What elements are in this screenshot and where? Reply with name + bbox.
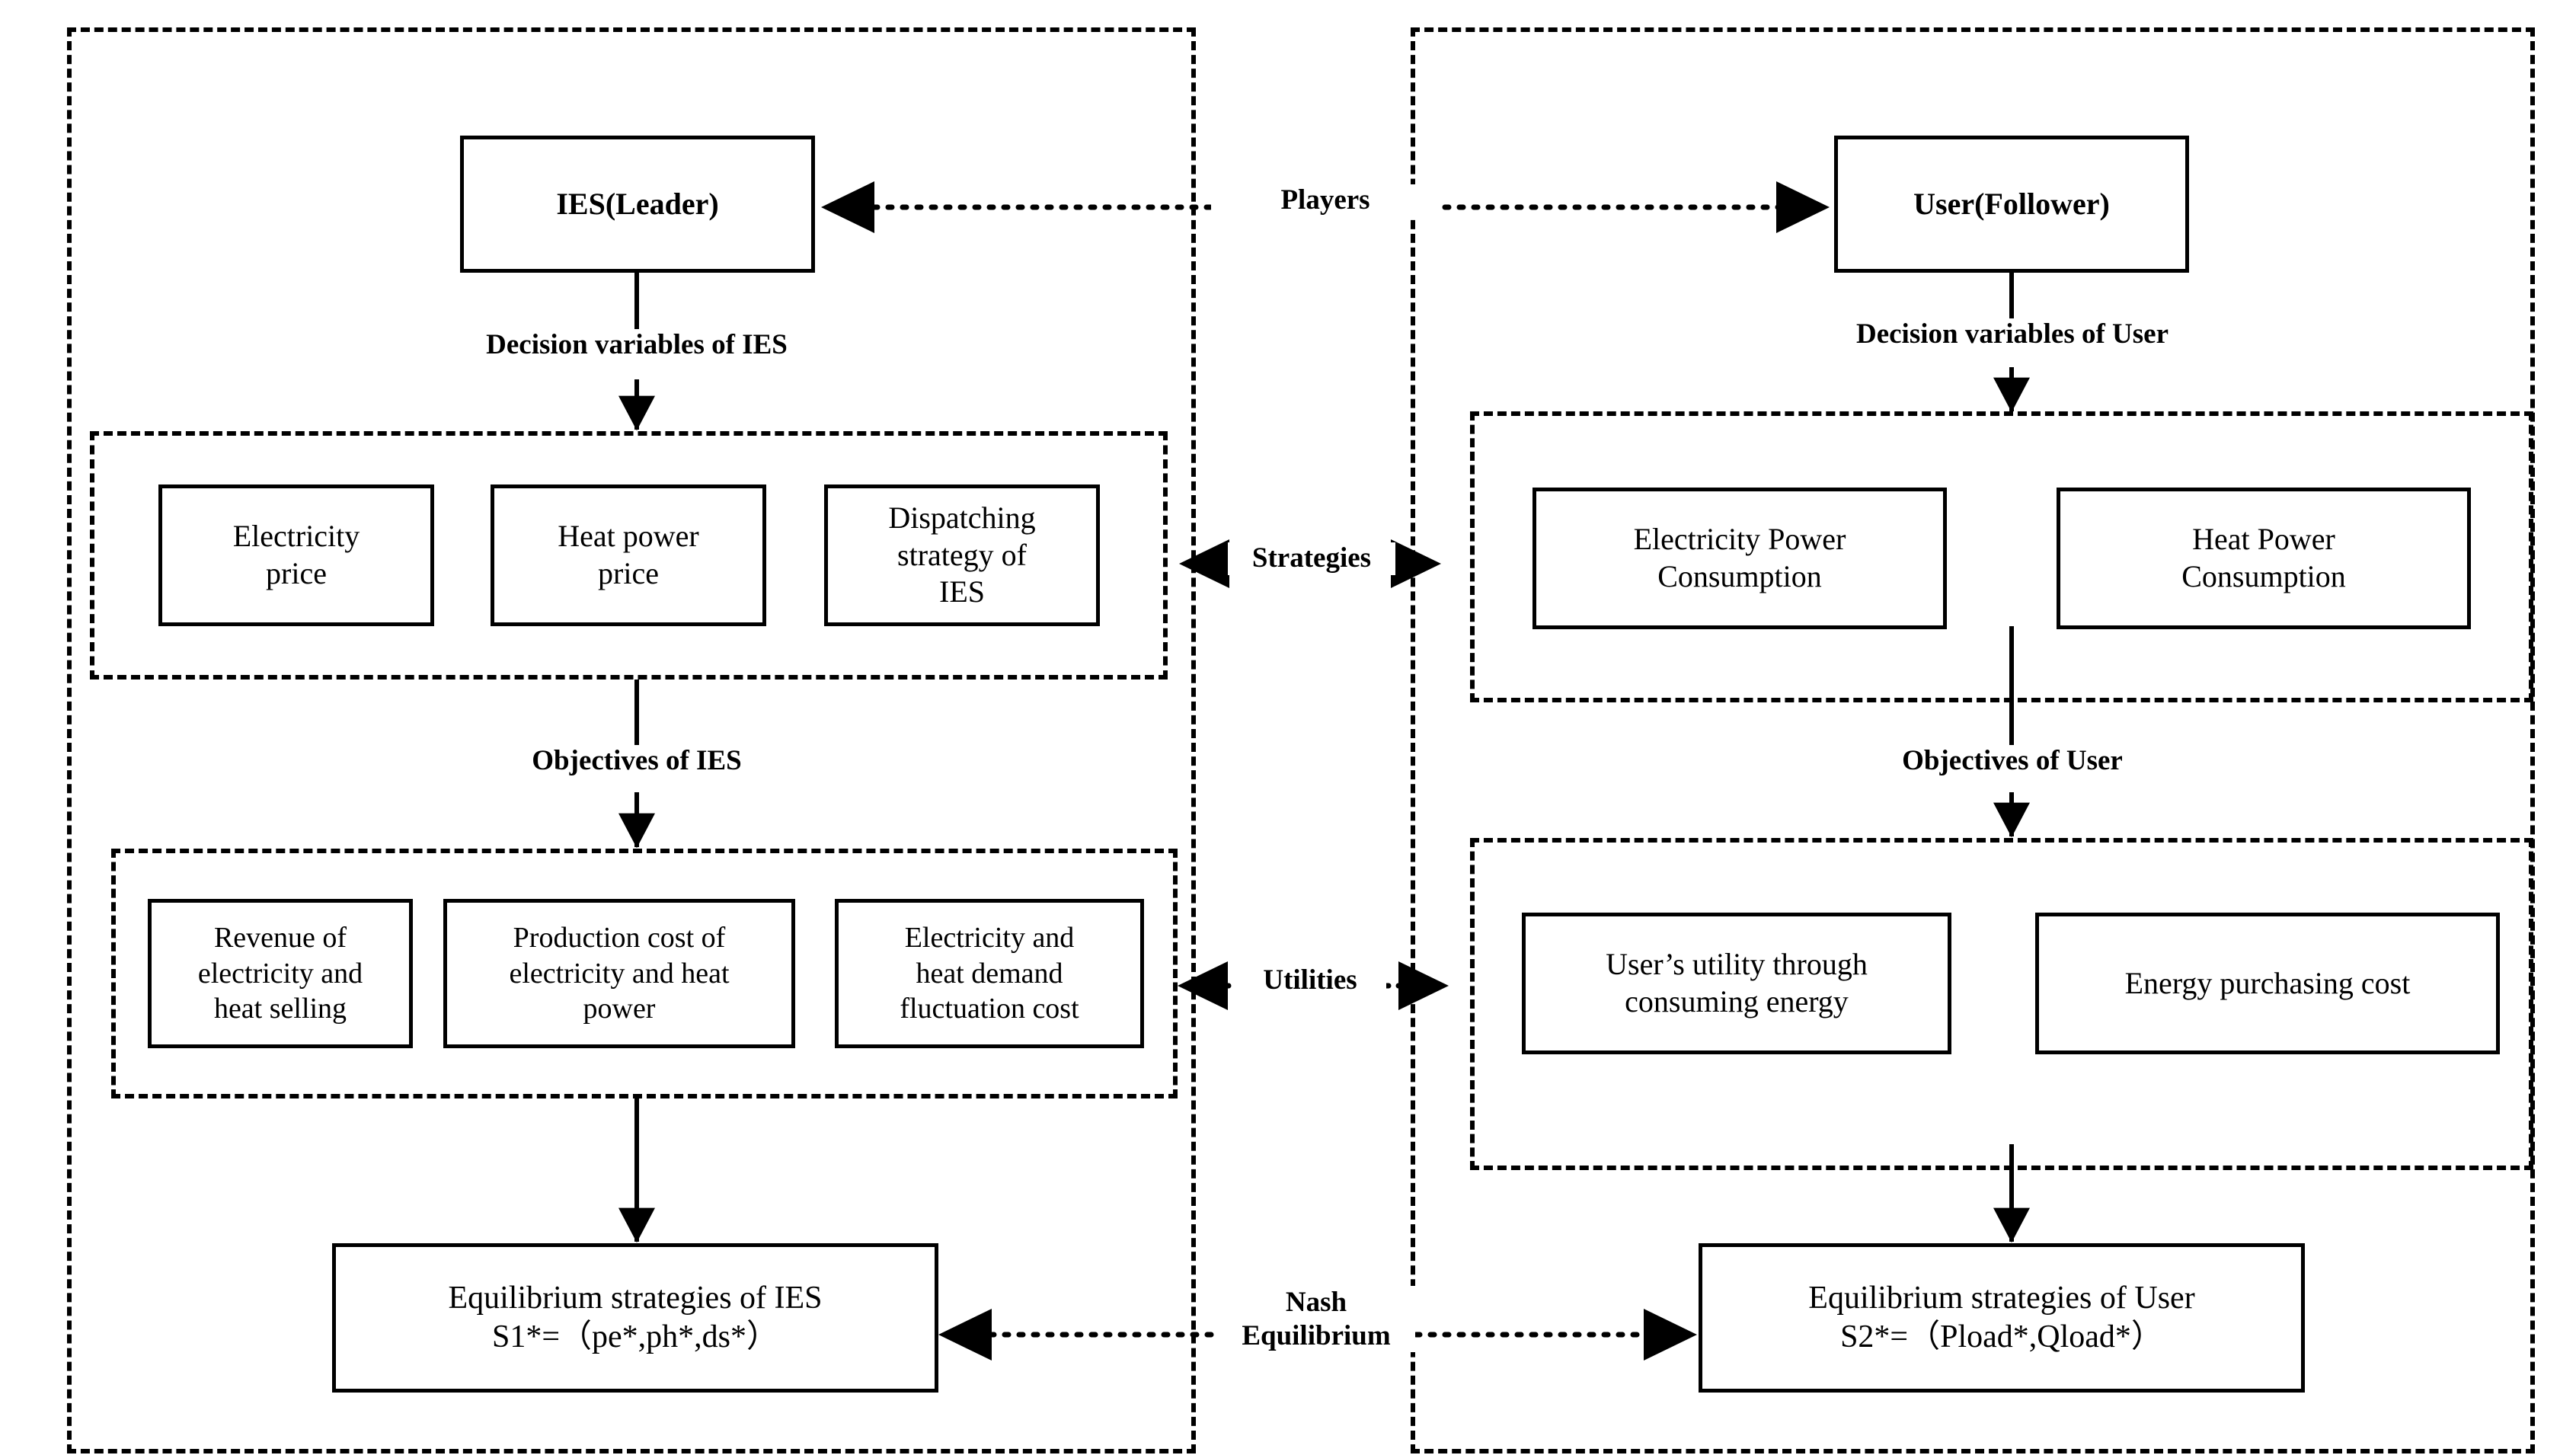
objectives-of-user-label: Objectives of User [1822, 745, 2203, 778]
ies-leader-label: IES(Leader) [556, 186, 719, 221]
ies-objective-label-2: Electricity and heat demand fluctuation … [900, 922, 1079, 1025]
user-objective-box-utility[interactable]: User’s utility through consuming energy [1522, 913, 1951, 1054]
ies-objective-box-production-cost[interactable]: Production cost of electricity and heat … [443, 899, 795, 1048]
user-objective-label-1: Energy purchasing cost [2124, 965, 2411, 1000]
ies-objective-label-1: Production cost of electricity and heat … [509, 922, 730, 1025]
user-strategy-label-0: Electricity Power Consumption [1633, 522, 1846, 593]
ies-strategy-box-heat-power-price[interactable]: Heat power price [491, 484, 766, 626]
cross-link-label-strategies: Strategies [1228, 542, 1395, 575]
ies-strategy-box-electricity-price[interactable]: Electricity price [158, 484, 434, 626]
ies-leader-node[interactable]: IES(Leader) [460, 136, 815, 273]
user-objective-label-0: User’s utility through consuming energy [1606, 947, 1868, 1019]
user-strategy-box-electricity-consumption[interactable]: Electricity Power Consumption [1532, 488, 1947, 629]
ies-equilibrium-label: Equilibrium strategies of IES S1*=（pe*,p… [448, 1280, 823, 1354]
user-equilibrium-node[interactable]: Equilibrium strategies of User S2*=（Ploa… [1699, 1243, 2305, 1393]
ies-strategy-label-1: Heat power price [558, 519, 699, 590]
cross-link-label-players: Players [1211, 184, 1440, 217]
decision-variables-of-user-label: Decision variables of User [1807, 318, 2218, 351]
ies-objective-box-fluctuation-cost[interactable]: Electricity and heat demand fluctuation … [835, 899, 1144, 1048]
user-strategy-label-1: Heat Power Consumption [2181, 522, 2346, 593]
ies-strategy-label-2: Dispatching strategy of IES [888, 500, 1036, 609]
decision-variables-of-ies-label: Decision variables of IES [439, 329, 835, 362]
ies-objective-box-revenue[interactable]: Revenue of electricity and heat selling [148, 899, 413, 1048]
cross-link-label-utilities: Utilities [1234, 964, 1386, 997]
cross-link-players [821, 181, 1830, 233]
ies-objective-label-0: Revenue of electricity and heat selling [197, 922, 363, 1025]
ies-strategy-label-0: Electricity price [232, 519, 360, 590]
user-strategy-box-heat-consumption[interactable]: Heat Power Consumption [2057, 488, 2471, 629]
user-objectives-group [1470, 838, 2533, 1170]
ies-panel-container [67, 27, 1196, 1453]
ies-equilibrium-node[interactable]: Equilibrium strategies of IES S1*=（pe*,p… [332, 1243, 938, 1393]
user-strategies-group [1470, 411, 2533, 702]
user-equilibrium-label: Equilibrium strategies of User S2*=（Ploa… [1808, 1280, 2195, 1354]
objectives-of-ies-label: Objectives of IES [469, 745, 804, 778]
user-follower-node[interactable]: User(Follower) [1834, 136, 2189, 273]
user-objective-box-purchasing-cost[interactable]: Energy purchasing cost [2035, 913, 2500, 1054]
ies-strategies-group [90, 431, 1168, 680]
user-follower-label: User(Follower) [1913, 186, 2110, 221]
user-panel-container [1411, 27, 2535, 1453]
cross-link-label-nash: Nash Equilibrium [1217, 1286, 1415, 1353]
ies-strategy-box-dispatching-strategy[interactable]: Dispatching strategy of IES [824, 484, 1100, 626]
cross-link-nash [938, 1309, 1697, 1361]
ies-objectives-group [111, 849, 1178, 1098]
